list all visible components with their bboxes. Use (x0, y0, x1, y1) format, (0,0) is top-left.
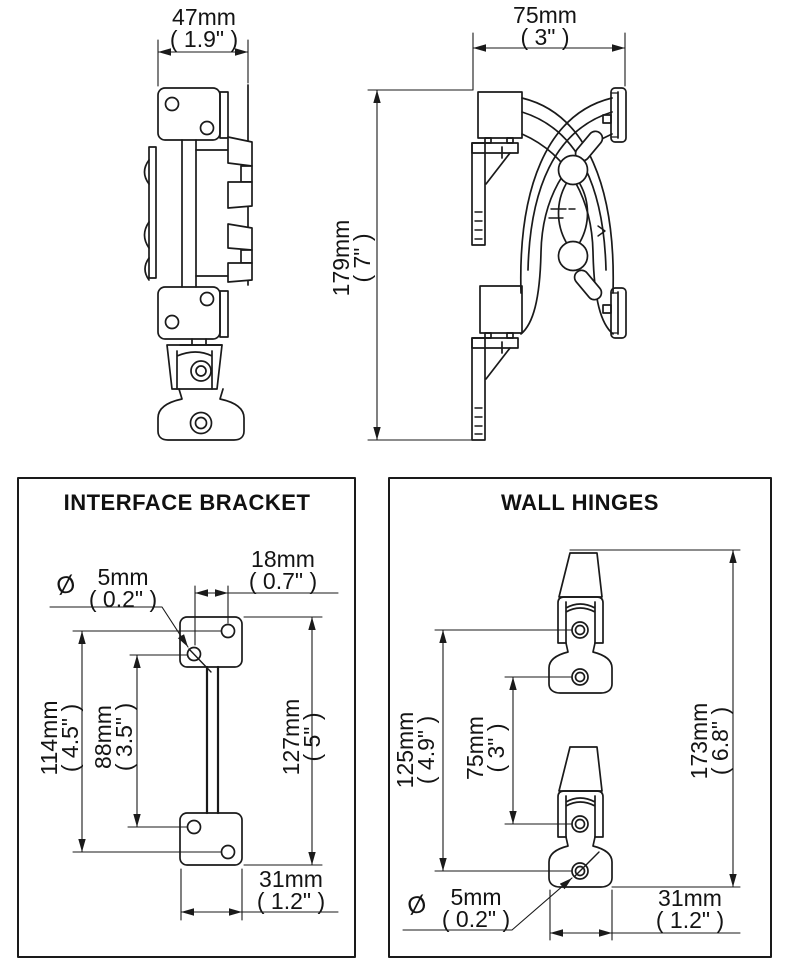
dim-inches: ( 0.7" ) (248, 568, 318, 594)
dim-inches: ( 3" ) (483, 723, 509, 773)
dim-value: 5mm (97, 564, 149, 590)
interface-bracket-drawing (179, 616, 243, 866)
wall-hinges-title: WALL HINGES (501, 490, 659, 515)
dim-inches: ( 7" ) (349, 233, 375, 283)
dim-inches: ( 5" ) (299, 712, 325, 762)
dimension-lines (49, 32, 741, 941)
wall-hinge-shape (548, 552, 613, 694)
dim-inches: ( 1.2" ) (655, 907, 725, 933)
wh-overall-length-dim: 173mm ( 6.8" ) (686, 703, 733, 780)
dim-value: 47mm (172, 4, 236, 30)
dim-inches: ( 4.5" ) (57, 703, 83, 773)
dim-inches: ( 1.9" ) (169, 26, 239, 52)
wh-hole-span-outer-dim: 125mm ( 4.9" ) (392, 712, 439, 789)
pivot-knob-top (557, 154, 589, 186)
dim-inches: ( 1.2" ) (256, 888, 326, 914)
ib-plate-width-dim: 31mm ( 1.2" ) (256, 866, 326, 914)
front-view-height-dim: 179mm ( 7" ) (328, 220, 375, 297)
wh-foot-width-dim: 31mm ( 1.2" ) (655, 885, 725, 933)
ib-overall-length-dim: 127mm ( 5" ) (278, 699, 325, 776)
dim-inches: ( 3" ) (520, 24, 570, 50)
front-view-drawing (471, 87, 627, 441)
tension-knobs-side (227, 136, 253, 283)
interface-bracket-title: INTERFACE BRACKET (63, 490, 311, 515)
wh-hole-diameter-dim: 5mm ( 0.2" ) (441, 884, 511, 932)
ib-hole-diameter-dim: 5mm ( 0.2" ) (88, 564, 158, 612)
dim-inches: ( 4.9" ) (413, 715, 439, 785)
ib-hole-span-inner-dim: 88mm ( 3.5" ) (90, 702, 137, 772)
dim-value: 31mm (259, 866, 323, 892)
side-view-width-dim: 47mm ( 1.9" ) (169, 4, 239, 52)
dim-inches: ( 3.5" ) (111, 702, 137, 772)
front-view-width-dim: 75mm ( 3" ) (513, 2, 577, 50)
ib-hole-offset-dim: 18mm ( 0.7" ) (248, 546, 318, 594)
dim-value: 31mm (658, 885, 722, 911)
ib-hole-span-outer-dim: 114mm ( 4.5" ) (36, 701, 83, 776)
dim-inches: ( 0.2" ) (88, 586, 158, 612)
wall-hinges-drawing (548, 552, 613, 888)
dim-value: 18mm (251, 546, 315, 572)
dim-value: 75mm (513, 2, 577, 28)
dim-inches: ( 6.8" ) (707, 706, 733, 776)
wh-hole-span-inner-dim: 75mm ( 3" ) (462, 716, 509, 780)
arm-slot-bottom (573, 269, 603, 301)
dim-value: 5mm (450, 884, 502, 910)
pivot-knob-bottom (557, 240, 589, 272)
dim-inches: ( 0.2" ) (441, 906, 511, 932)
side-view-drawing (143, 84, 253, 441)
side-view-hinge (157, 338, 245, 441)
panel-borders (17, 477, 772, 958)
